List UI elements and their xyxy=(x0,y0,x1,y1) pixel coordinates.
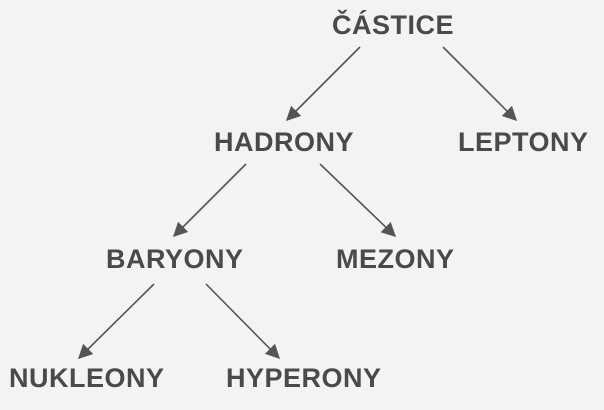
arrow-castice-hadrony xyxy=(285,46,361,122)
node-hyperony: HYPERONY xyxy=(226,363,382,393)
node-mezony: MEZONY xyxy=(336,244,455,274)
node-castice: ČÁSTICE xyxy=(332,10,455,40)
node-baryony: BARYONY xyxy=(106,244,244,274)
node-nukleony: NUKLEONY xyxy=(9,363,165,393)
arrow-baryony-nukleony xyxy=(77,283,155,360)
arrow-baryony-hyperony xyxy=(205,283,281,360)
node-leptony: LEPTONY xyxy=(458,127,589,157)
arrow-hadrony-baryony xyxy=(172,163,247,238)
arrow-castice-leptony xyxy=(442,46,518,122)
node-hadrony: HADRONY xyxy=(214,127,355,157)
arrow-hadrony-mezony xyxy=(319,163,397,237)
